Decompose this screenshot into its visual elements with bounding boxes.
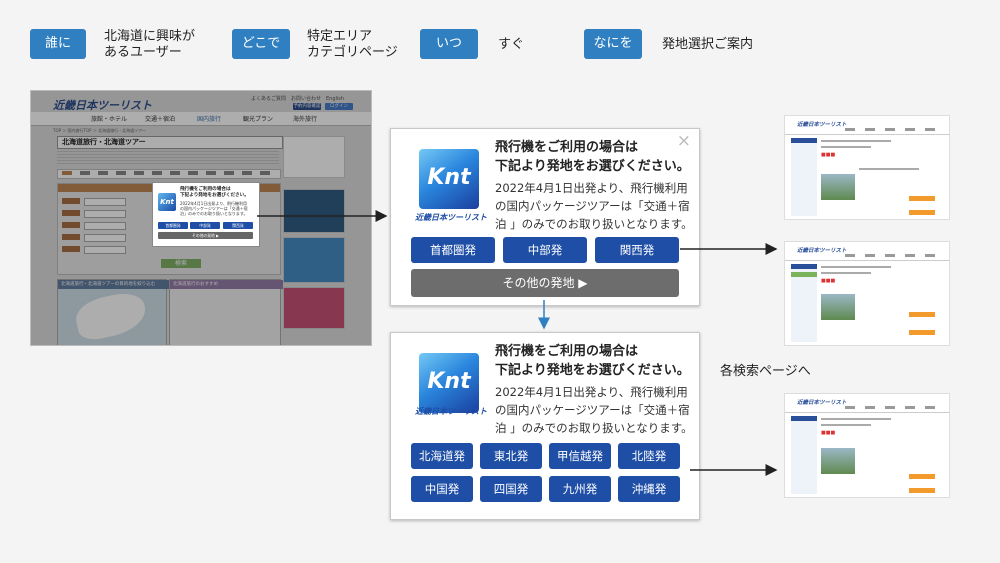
tag-when-text: すぐ [498, 37, 525, 52]
departure-button-hokuriku[interactable]: 北陸発 [618, 443, 680, 469]
knt-logo-icon: Knt [419, 353, 479, 413]
site-map-box: 北海道旅行・北海道ツアーの目的地を絞り込む [57, 279, 169, 345]
tag-what: なにを [584, 29, 642, 59]
departure-button-hokkaido[interactable]: 北海道発 [411, 443, 473, 469]
site-popup-button[interactable]: 中部発 [190, 222, 220, 229]
thumb-logo: 近畿日本ツーリスト [797, 400, 847, 406]
site-nav-item[interactable]: 国内旅行 [197, 116, 222, 123]
knt-logo-text: 近畿日本ツーリスト [415, 213, 487, 222]
dialog-notice: 2022年4月1日出発より、飛行機利用 の国内パッケージツアーは「交通＋宿 泊 … [495, 181, 693, 231]
tag-who: 誰に [30, 29, 86, 59]
tag-what-text: 発地選択ご案内 [662, 37, 754, 52]
site-nav-item[interactable]: 観光プラン [243, 116, 274, 123]
knt-logo-icon: Knt [419, 149, 479, 209]
site-logo: 近畿日本ツーリスト [53, 99, 152, 112]
site-side-banner[interactable] [283, 287, 345, 329]
departure-button-chubu[interactable]: 中部発 [503, 237, 587, 263]
site-screenshot: 近畿日本ツーリスト よくあるご質問 お問い合わせ English 予約内容確認 … [30, 90, 372, 346]
site-popup: Knt 飛行機をご利用の場合は 下記より発地をお選びください。 2022年4月1… [152, 182, 260, 247]
site-breadcrumb: TOP ＞ 国内旅行TOP ＞ 北海道旅行・北海道ツアー [53, 128, 146, 133]
departure-button-koshinetsu[interactable]: 甲信越発 [549, 443, 611, 469]
search-result-thumb: 近畿日本ツーリスト ■■■ [784, 241, 950, 346]
search-result-thumb: 近畿日本ツーリスト ■■■ [784, 393, 950, 498]
tag-where-text: 特定エリア カテゴリページ [307, 29, 398, 60]
site-side-banner[interactable] [283, 136, 345, 178]
departure-button-kyushu[interactable]: 九州発 [549, 476, 611, 502]
knt-logo-text: 近畿日本ツーリスト [415, 407, 487, 416]
tag-where: どこで [232, 29, 290, 59]
tag-when: いつ [420, 29, 478, 59]
site-intro-text [57, 151, 279, 165]
tag-who-text: 北海道に興味が あるユーザー [104, 29, 196, 60]
departure-button-tohoku[interactable]: 東北発 [480, 443, 542, 469]
caption-to-search-pages: 各検索ページへ [720, 364, 811, 379]
site-side-banner[interactable] [283, 189, 345, 233]
departure-button-chugoku[interactable]: 中国発 [411, 476, 473, 502]
dialog-title: 飛行機をご利用の場合は 下記より発地をお選びください。 [495, 140, 690, 174]
departure-button-kansai[interactable]: 関西発 [595, 237, 679, 263]
close-icon[interactable]: × [676, 131, 691, 151]
dialog-title: 飛行機をご利用の場合は 下記より発地をお選びください。 [495, 344, 690, 378]
site-popup-body: 2022年4月1日出発より、飛行機利用 の国内パッケージツアーは「交通＋宿 泊」… [180, 201, 248, 217]
site-nav-item[interactable]: 交通＋宿泊 [145, 116, 176, 123]
site-map-header: 北海道旅行・北海道ツアーの目的地を絞り込む [58, 280, 169, 289]
departure-button-shutoken[interactable]: 首都圏発 [411, 237, 495, 263]
site-side-banner[interactable] [283, 237, 345, 283]
thumb-price: ■■■ [821, 430, 836, 436]
site-area-tabs [57, 169, 281, 179]
site-popup-button[interactable]: 関西発 [223, 222, 253, 229]
site-top-links: よくあるご質問 お問い合わせ English [251, 96, 350, 102]
thumb-logo: 近畿日本ツーリスト [797, 122, 847, 128]
site-page-title: 北海道旅行・北海道ツアー [57, 136, 283, 149]
thumb-price: ■■■ [821, 152, 836, 158]
site-recommend-header: 北海道旅行のおすすめ [170, 280, 283, 289]
departure-button-shikoku[interactable]: 四国発 [480, 476, 542, 502]
departure-dialog-other: Knt 近畿日本ツーリスト 飛行機をご利用の場合は 下記より発地をお選びください… [390, 332, 700, 520]
site-reserve-button[interactable]: 予約内容確認 [293, 103, 321, 110]
site-nav: 旅館・ホテル 交通＋宿泊 国内旅行 観光プラン 海外旅行 [31, 112, 371, 126]
departure-dialog-main: × Knt 近畿日本ツーリスト 飛行機をご利用の場合は 下記より発地をお選びくだ… [390, 128, 700, 306]
departure-button-okinawa[interactable]: 沖縄発 [618, 476, 680, 502]
site-nav-item[interactable]: 旅館・ホテル [91, 116, 128, 123]
site-recommend-box: 北海道旅行のおすすめ [169, 279, 283, 345]
dialog-notice: 2022年4月1日出発より、飛行機利用 の国内パッケージツアーは「交通＋宿 泊 … [495, 385, 693, 435]
site-popup-other-button[interactable]: その他の発地 ▶ [158, 232, 253, 239]
site-popup-title: 飛行機をご利用の場合は 下記より発地をお選びください。 [180, 187, 249, 198]
site-popup-button[interactable]: 首都圏発 [158, 222, 188, 229]
thumb-price: ■■■ [821, 278, 836, 284]
knt-logo-icon: Knt [158, 193, 176, 211]
search-result-thumb: 近畿日本ツーリスト ■■■ [784, 115, 950, 220]
thumb-logo: 近畿日本ツーリスト [797, 248, 847, 254]
site-nav-item[interactable]: 海外旅行 [293, 116, 318, 123]
site-login-button[interactable]: ログイン [325, 103, 353, 110]
other-departure-button[interactable]: その他の発地 ▶ [411, 269, 679, 297]
site-search-button[interactable]: 検索 [161, 259, 201, 268]
